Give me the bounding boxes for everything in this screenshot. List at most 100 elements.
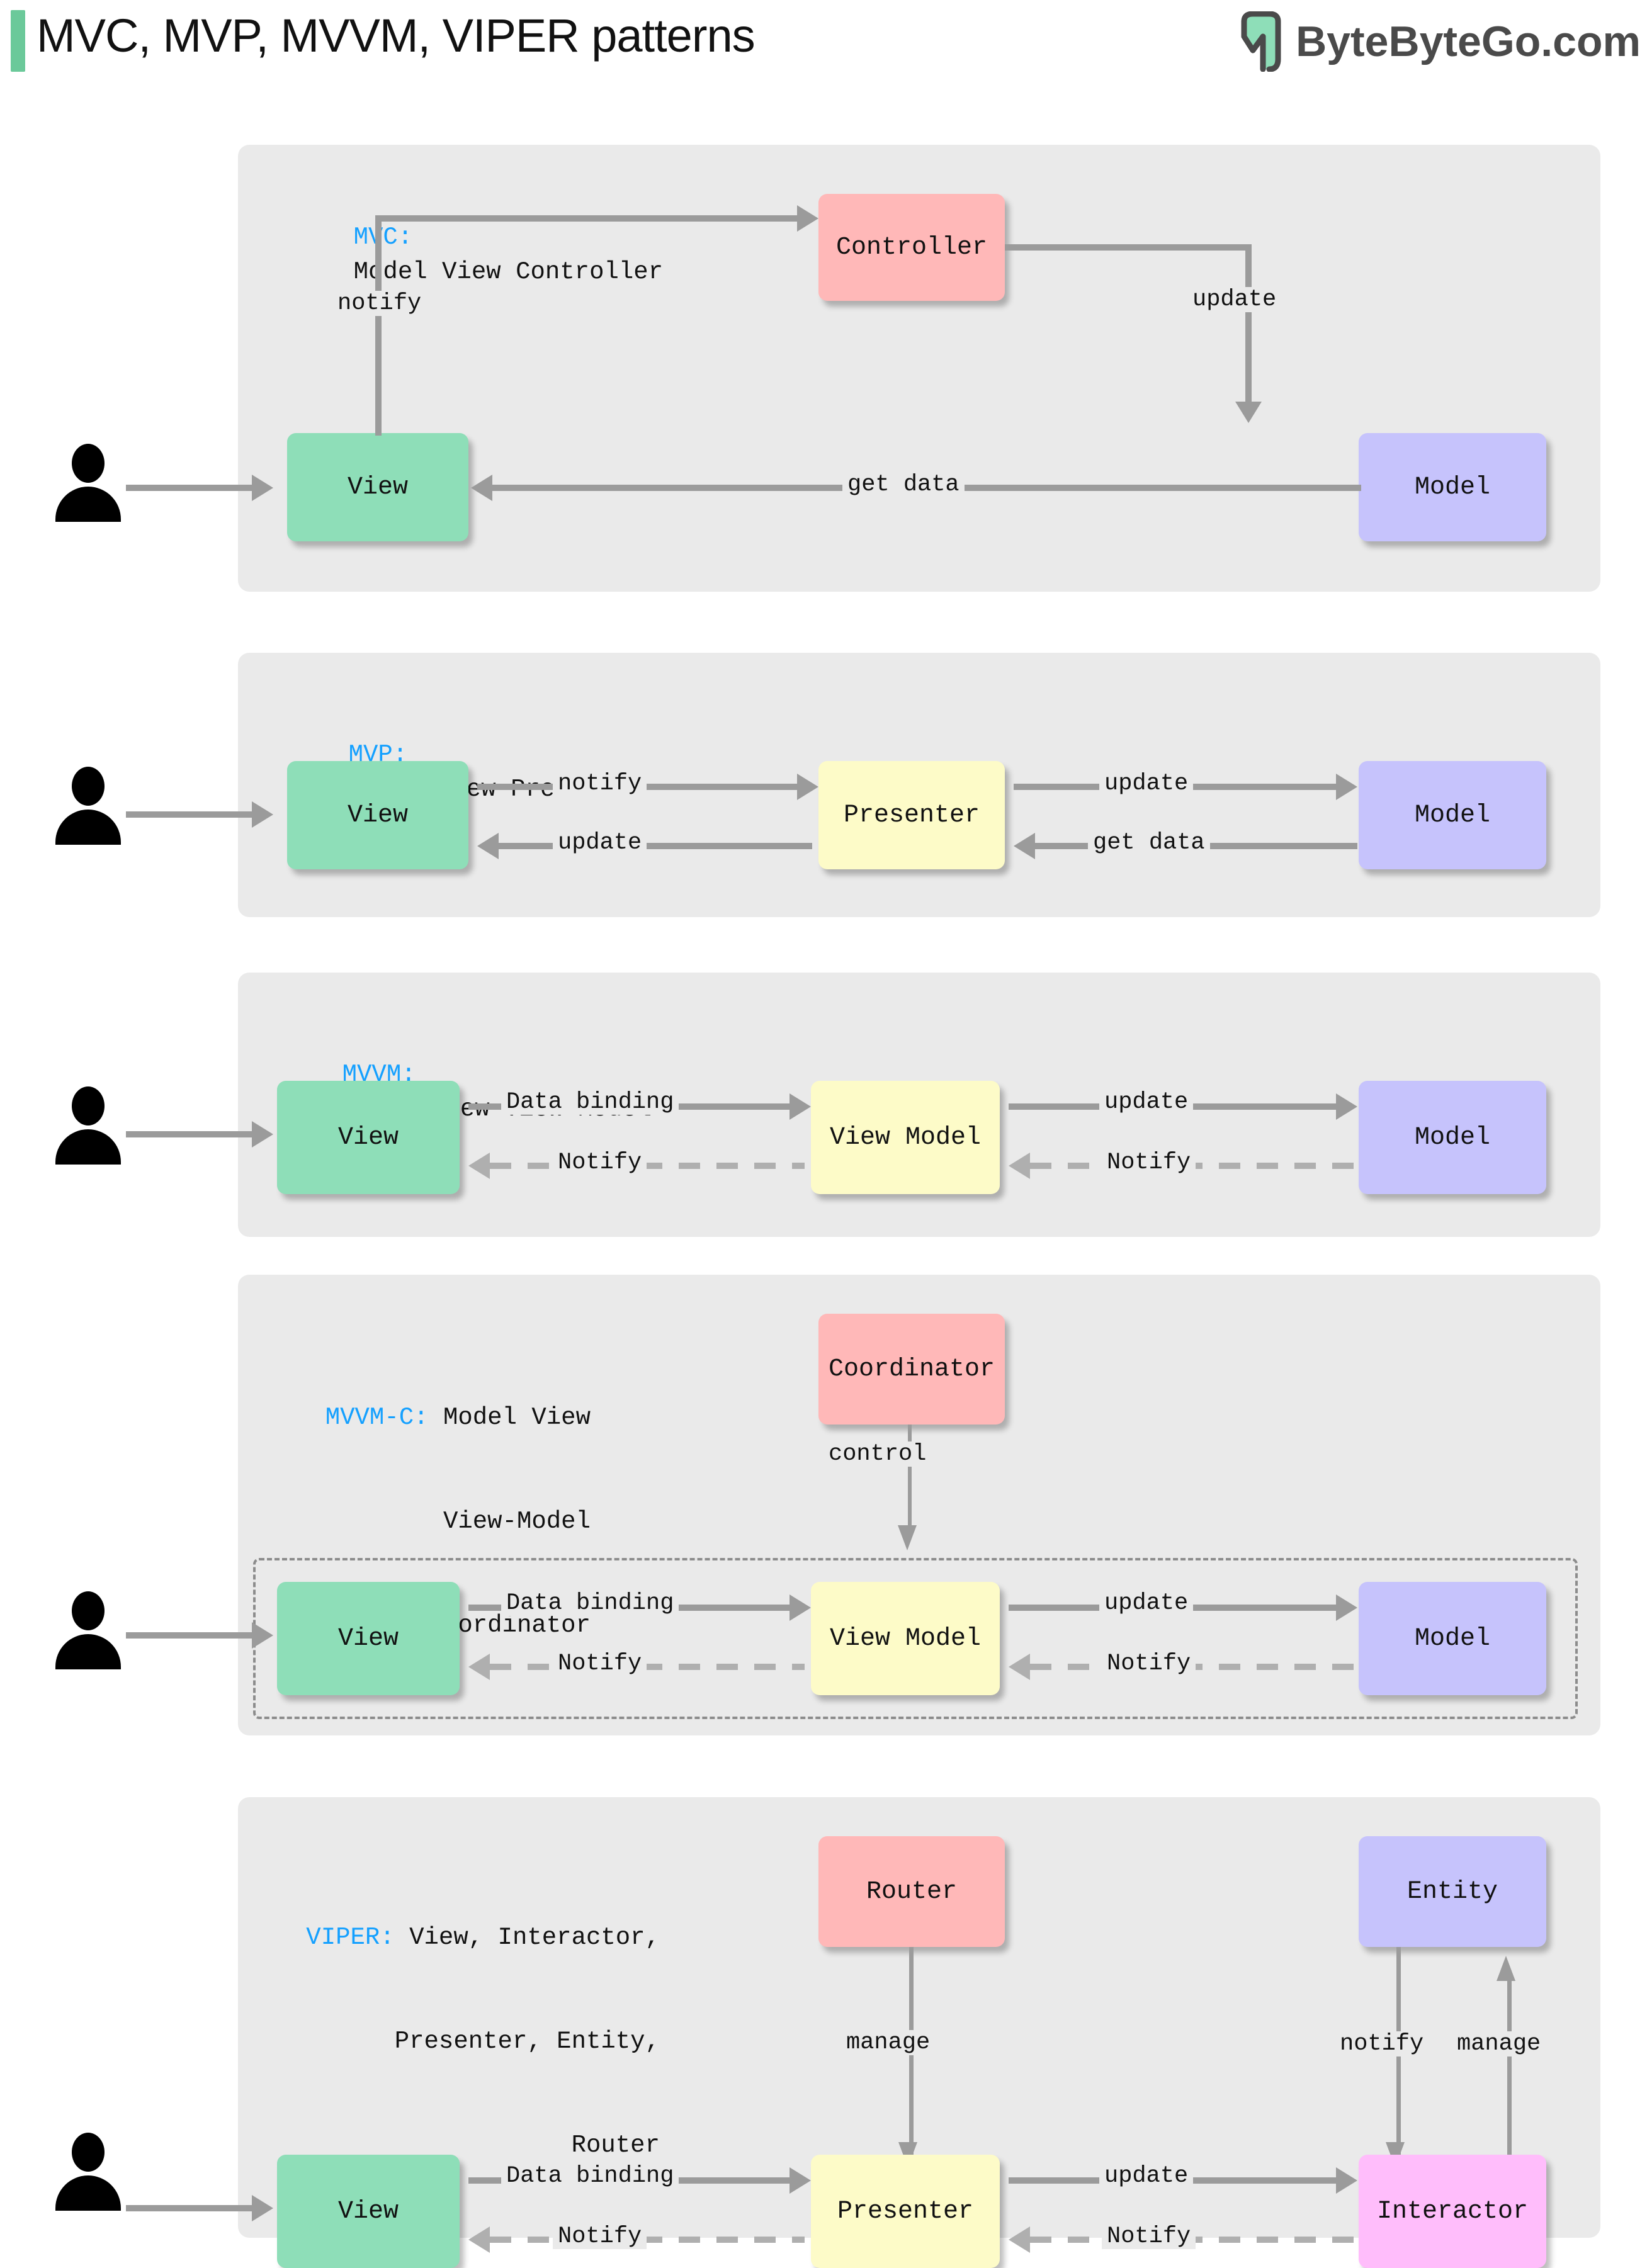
node-model-label: Model [1414,473,1491,502]
person-head [72,2133,105,2172]
section-viper: VIPER: View, Interactor, Presenter, Enti… [126,1797,1600,2268]
edge-view-controller-arrowhead [797,205,818,232]
node-view-model[interactable]: View Model [811,1081,1000,1194]
page-title: MVC, MVP, MVVM, VIPER patterns [37,9,756,62]
edge-view-presenter-arrowhead [790,2167,811,2194]
edge-label-update: update [1099,2164,1194,2189]
node-model[interactable]: Model [1359,761,1546,869]
edge-presenter-view-arrowhead [468,2226,490,2253]
node-view[interactable]: View [277,1582,460,1695]
node-presenter[interactable]: Presenter [818,761,1005,869]
bytebytego-logo-icon [1241,11,1281,72]
edge-presenter-view-arrowhead [477,833,499,859]
node-coordinator-label: Coordinator [828,1355,995,1384]
person-body [55,487,121,522]
edge-label-notify-1: Notify [553,1651,647,1676]
edge-model-presenter-arrowhead [1014,833,1035,859]
section-mvvm-c: MVVM-C: Model View View-Model Coordinato… [126,1275,1600,1735]
edge-user-view-line [126,1131,252,1137]
node-view-label: View [337,1624,399,1653]
person-head [72,1591,105,1630]
brand-logo: ByteByteGo.com [1238,11,1641,72]
node-model[interactable]: Model [1359,1081,1546,1194]
viper-title-line-3: Router [571,2131,660,2159]
edge-label-get-data: get data [1088,830,1210,855]
edge-viewmodel-view-arrowhead [468,1654,490,1680]
edge-label-notify: notify [553,771,647,796]
brand-text: ByteByteGo.com [1296,18,1641,65]
node-view-label: View [337,2197,399,2226]
edge-interactor-entity-arrowhead [1497,1956,1515,1981]
edge-view-viewmodel-arrowhead [790,1594,811,1621]
node-presenter[interactable]: Presenter [811,2155,1000,2268]
node-entity-label: Entity [1406,1877,1498,1906]
edge-label-control: control [824,1441,932,1467]
viper-title-line-1: View, Interactor, [409,1924,660,1951]
edge-user-view-line [126,1632,252,1639]
node-controller-label: Controller [835,233,988,262]
viper-key-label: VIPER: [306,1924,410,1951]
edge-label-data-binding: Data binding [501,1591,679,1616]
node-interactor[interactable]: Interactor [1359,2155,1546,2268]
node-interactor-label: Interactor [1376,2197,1529,2226]
mvvmc-key-label: MVVM-C: [325,1404,443,1431]
edge-label-update-back: update [553,830,647,855]
edge-label-data-binding: Data binding [501,1090,679,1115]
person-body [55,810,121,845]
node-controller[interactable]: Controller [818,194,1005,301]
section-mvvm: MVVM: Model View View-Model View View Mo… [126,973,1600,1237]
node-view[interactable]: View [277,1081,460,1194]
node-view-model-label: View Model [829,1624,982,1653]
mvc-title: MVC: Model View Controller [295,186,663,324]
edge-label-manage-router: manage [841,2030,936,2055]
edge-view-controller-vertical [375,215,382,436]
node-coordinator[interactable]: Coordinator [818,1314,1005,1425]
node-view-label: View [337,1123,399,1152]
edge-label-update: update [1099,1591,1194,1616]
node-router-label: Router [866,1877,958,1906]
node-model[interactable]: Model [1359,433,1546,541]
edge-label-get-data: get data [842,472,965,497]
node-presenter-label: Presenter [837,2197,974,2226]
node-model[interactable]: Model [1359,1582,1546,1695]
user-person-icon [55,767,121,845]
edge-viewmodel-model-arrowhead [1336,1093,1357,1120]
edge-user-view-arrowhead [252,801,273,828]
edge-user-view-line [126,485,252,491]
edge-presenter-model-arrowhead [1336,774,1357,800]
person-body [55,2175,121,2211]
node-view-model[interactable]: View Model [811,1582,1000,1695]
node-view[interactable]: View [277,2155,460,2268]
edge-user-view-arrowhead [252,475,273,501]
person-head [72,1086,105,1126]
edge-controller-model-horizontal [1005,244,1252,251]
edge-controller-model-vertical [1245,244,1252,402]
node-router[interactable]: Router [818,1836,1005,1947]
edge-presenter-interactor-arrowhead [1336,2167,1357,2194]
viper-title-line-2: Presenter, Entity, [394,2028,660,2055]
node-view[interactable]: View [287,761,468,869]
edge-interactor-presenter-arrowhead [1009,2226,1030,2253]
edge-view-viewmodel-arrowhead [790,1093,811,1120]
person-body [55,1634,121,1669]
edge-coordinator-control-arrowhead [898,1525,917,1550]
accent-bar [11,10,25,72]
edge-label-notify-2: Notify [1102,1150,1196,1175]
edge-presenter-view-dashed [490,2237,805,2243]
user-person-icon [55,1086,121,1165]
edge-viewmodel-view-dashed [490,1664,805,1670]
edge-interactor-entity-line [1507,1981,1512,2167]
node-view[interactable]: View [287,433,468,541]
user-person-icon [55,444,121,522]
edge-user-view-line [126,2205,252,2211]
node-entity[interactable]: Entity [1359,1836,1546,1947]
mvc-key-label: MVC: [353,223,427,251]
edge-coordinator-control-line [908,1425,912,1538]
edge-view-controller-horizontal [375,215,797,222]
edge-model-view-arrowhead [471,475,492,501]
edge-label-update: update [1187,287,1282,312]
viper-title: VIPER: View, Interactor, Presenter, Enti… [257,1851,660,2232]
node-view-model-label: View Model [829,1123,982,1152]
node-view-label: View [347,473,408,502]
page-header: MVC, MVP, MVVM, VIPER patterns ByteByteG… [0,0,1647,82]
